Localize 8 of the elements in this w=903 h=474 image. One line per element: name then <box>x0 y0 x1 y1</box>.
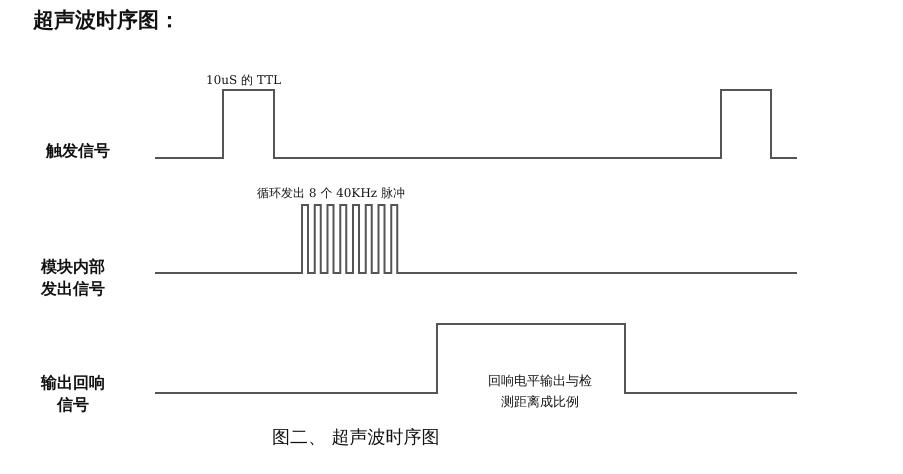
signal-name: 触发信号 <box>44 142 111 160</box>
echo-note: 回响电平输出与检测距离成比例 <box>487 373 593 412</box>
figure-caption: 图二、 超声波时序图 <box>272 428 440 449</box>
pulse-label: 循环发出 8 个 40KHz 脉冲 <box>257 187 405 201</box>
pulse-label: 10uS 的 TTL <box>206 74 282 88</box>
diagram-title: 超声波时序图： <box>33 8 180 32</box>
signal-name: 模块内部发出信号 <box>40 256 106 300</box>
signal-name: 输出回响信号 <box>40 372 106 416</box>
